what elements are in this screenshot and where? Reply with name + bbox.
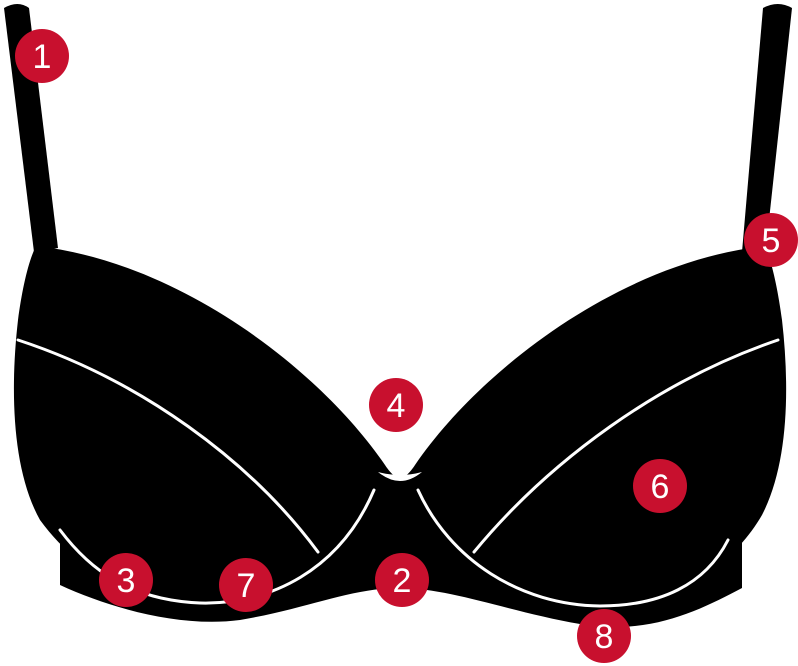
center-gore-notch — [378, 472, 422, 481]
right-cup-seam — [472, 338, 780, 554]
right-underwire-seam — [416, 488, 730, 608]
marker-label: 2 — [393, 562, 412, 600]
marker-7: 7 — [219, 558, 273, 612]
marker-circle — [375, 553, 429, 607]
marker-label: 5 — [762, 222, 781, 260]
marker-4: 4 — [369, 378, 423, 432]
right-strap — [742, 4, 792, 252]
marker-circle — [15, 29, 69, 83]
marker-circle — [99, 553, 153, 607]
marker-label: 7 — [237, 567, 256, 605]
marker-circle — [219, 558, 273, 612]
marker-2: 2 — [375, 553, 429, 607]
marker-circle — [369, 378, 423, 432]
left-underwire-seam — [58, 488, 376, 605]
marker-circle — [633, 459, 687, 513]
right-cup — [400, 246, 787, 611]
marker-8: 8 — [577, 609, 631, 663]
marker-6: 6 — [633, 459, 687, 513]
marker-3: 3 — [99, 553, 153, 607]
left-cup — [13, 246, 401, 609]
marker-label: 4 — [387, 387, 406, 425]
marker-label: 6 — [651, 468, 670, 506]
marker-label: 3 — [117, 562, 136, 600]
left-cup-seam — [16, 338, 320, 554]
marker-label: 8 — [595, 618, 614, 656]
marker-label: 1 — [33, 38, 52, 76]
marker-5: 5 — [744, 213, 798, 267]
marker-1: 1 — [15, 29, 69, 83]
marker-layer: 1 2 3 4 5 6 7 8 — [15, 29, 798, 663]
marker-circle — [744, 213, 798, 267]
marker-circle — [577, 609, 631, 663]
